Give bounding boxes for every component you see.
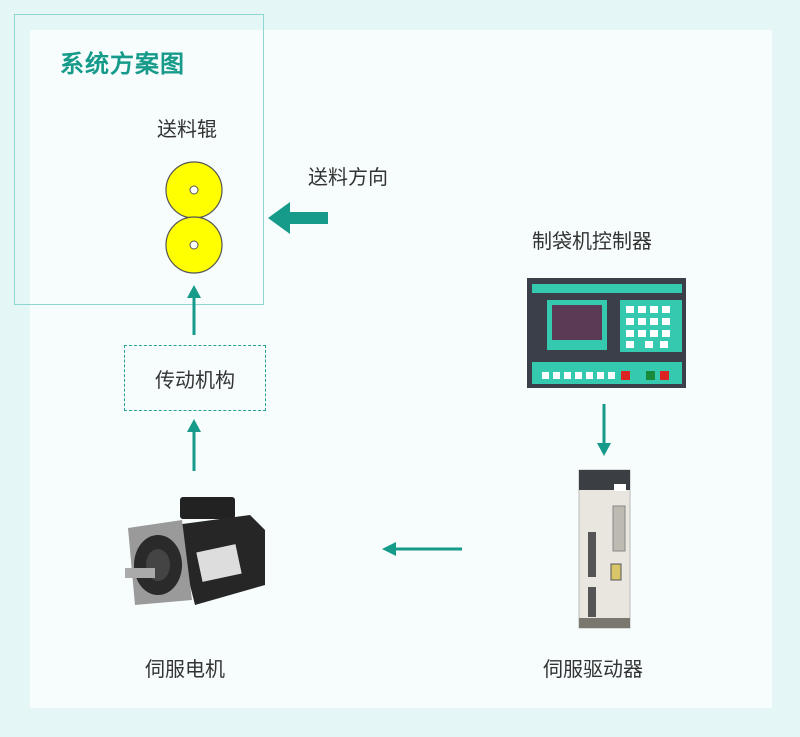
controller-image — [527, 278, 686, 388]
title-frame — [14, 14, 264, 305]
page-title: 系统方案图 — [60, 50, 185, 78]
arrow-up-to-rollers — [187, 285, 201, 335]
feed-rollers — [165, 161, 223, 274]
servo-motor-label: 伺服电机 — [145, 657, 225, 681]
feed-roller-label: 送料辊 — [157, 117, 217, 141]
arrow-left-to-motor — [382, 542, 462, 556]
arrow-up-to-transmission — [187, 419, 201, 471]
feed-direction-label: 送料方向 — [308, 165, 388, 189]
controller-label: 制袋机控制器 — [532, 229, 652, 253]
transmission-label: 传动机构 — [155, 367, 235, 392]
feed-direction-arrow — [268, 202, 328, 234]
servo-motor-image — [125, 497, 265, 605]
servo-driver-image — [578, 469, 631, 629]
transmission-box: 传动机构 — [124, 345, 266, 411]
servo-driver-label: 伺服驱动器 — [543, 657, 643, 681]
arrow-down-to-driver — [597, 404, 611, 456]
